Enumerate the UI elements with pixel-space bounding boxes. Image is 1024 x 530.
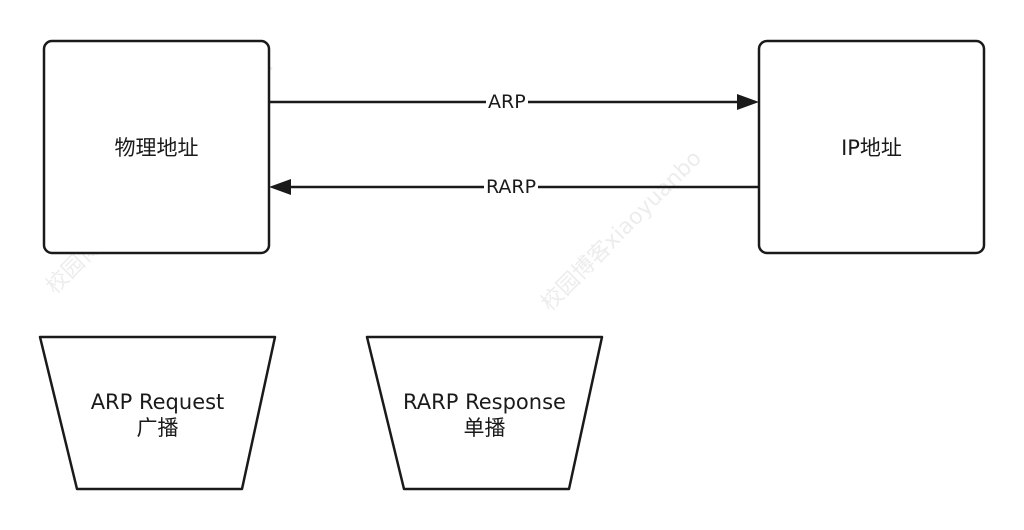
arp-arrowhead	[737, 94, 759, 110]
rarp-response-subtitle: 单播	[463, 416, 506, 440]
rarp-edge-label: RARP	[484, 176, 539, 198]
physical-address-box	[42, 39, 271, 255]
rarp-response-label: RARP Response 单播	[367, 389, 602, 441]
ip-address-box	[757, 39, 986, 255]
arp-request-label: ARP Request 广播	[40, 389, 275, 441]
rarp-response-shape	[365, 335, 604, 491]
ip-address-label: IP地址	[841, 136, 902, 160]
rarp-response-title: RARP Response	[403, 390, 566, 414]
physical-address-label: 物理地址	[114, 136, 199, 160]
arp-request-shape	[38, 335, 277, 491]
arp-edge-label: ARP	[486, 91, 528, 113]
arp-request-title: ARP Request	[90, 390, 225, 414]
arp-request-subtitle: 广播	[136, 416, 179, 440]
rarp-arrowhead	[269, 179, 291, 195]
